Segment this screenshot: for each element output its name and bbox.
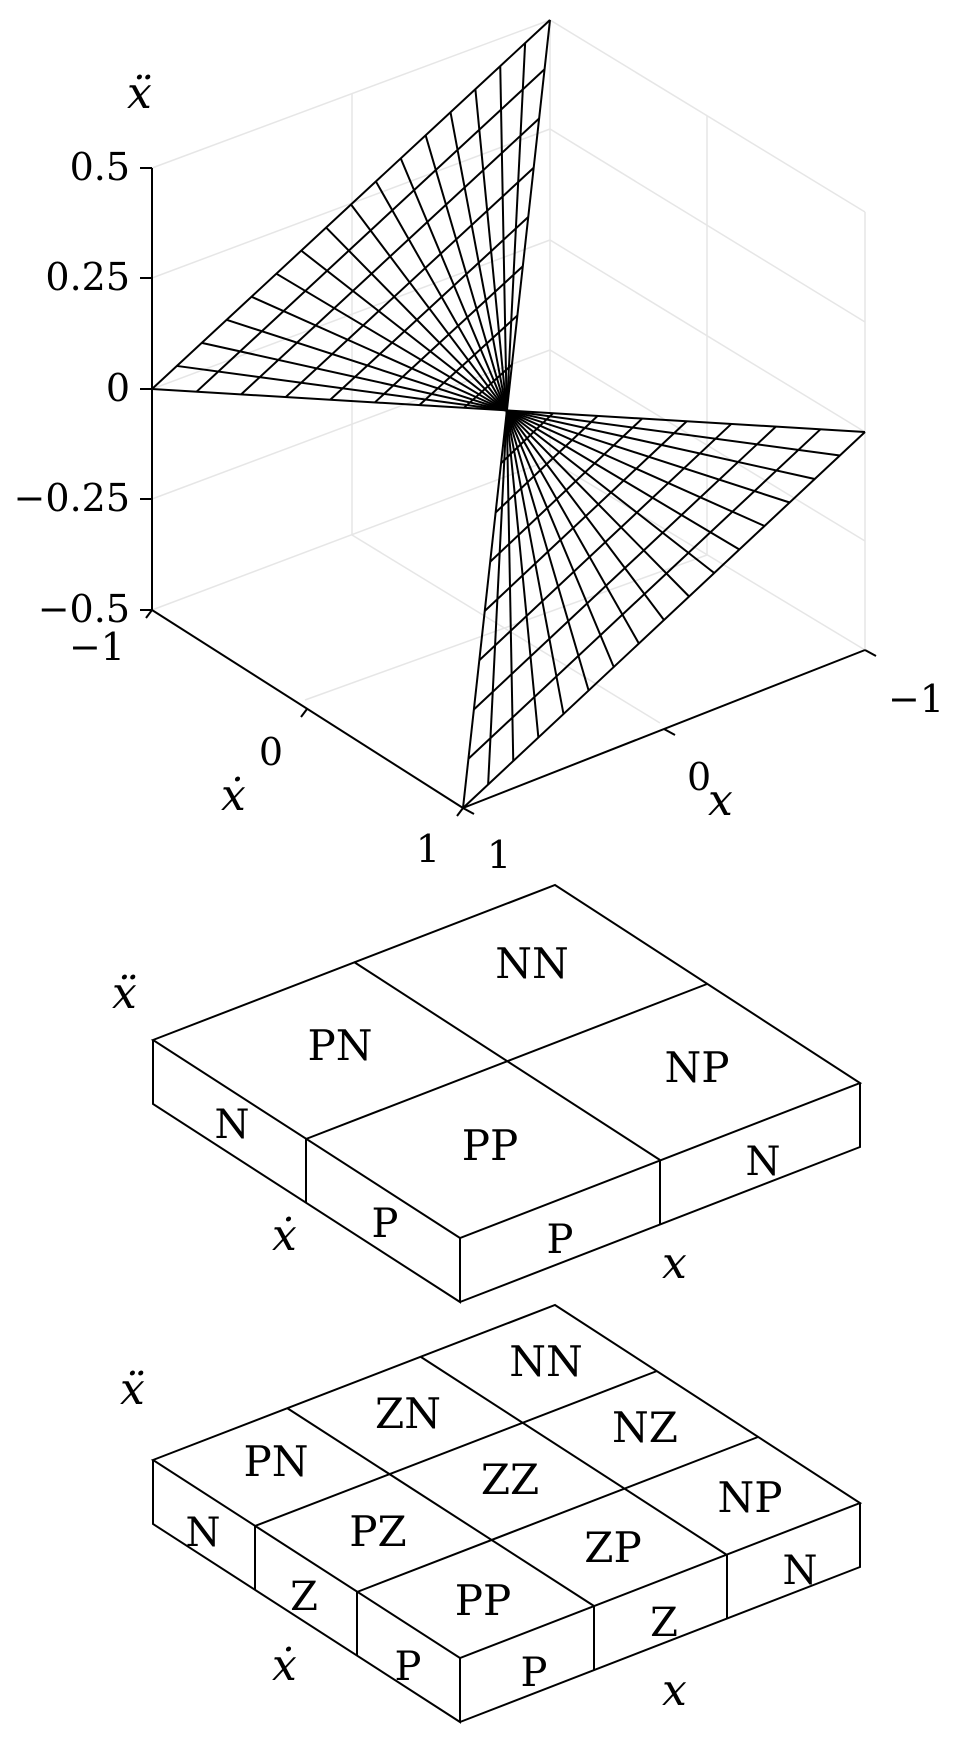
mesh-line [473, 425, 777, 711]
mesh-line [462, 431, 866, 809]
side-label: Z [290, 1574, 318, 1620]
xdot-axis-title: ẋ [221, 770, 246, 821]
x-axis-title: x [662, 1665, 687, 1716]
z-tick-label: 0.5 [70, 145, 130, 189]
side-label: P [395, 1644, 422, 1690]
top-divider [420, 1356, 728, 1556]
surface-mesh [151, 19, 866, 809]
rule-cell-label: PP [462, 1121, 519, 1170]
rule-box-3x3: NN ZN NZ PN ZZ NP PZ ZP PP N Z P P Z N ẍ… [120, 1303, 863, 1724]
x-axis-title: x [662, 1238, 687, 1289]
rule-cell-label: PZ [349, 1507, 406, 1556]
z-axis-title: ẍ [112, 968, 137, 1019]
mesh-line [484, 420, 688, 612]
box-right-face [459, 1503, 861, 1723]
x-tick-label: 1 [487, 833, 511, 877]
xdot-axis-title: ẋ [272, 1210, 297, 1261]
z-tick-label: −0.5 [38, 587, 130, 631]
top-divider [305, 983, 708, 1140]
box-left-face [152, 1460, 461, 1724]
side-label: Z [650, 1600, 678, 1646]
x-axis-title: x [708, 775, 733, 826]
rule-cell-label: NP [717, 1473, 782, 1522]
side-label: N [186, 1510, 221, 1556]
z-tick-label: −0.25 [14, 476, 130, 520]
rule-cell-label: NN [495, 939, 569, 988]
mesh-line [467, 428, 822, 760]
side-label: N [783, 1548, 818, 1594]
z-axis-title: ẍ [127, 68, 152, 119]
surface-plot: 0.5 0.25 0 −0.25 −0.5 −1 0 1 1 0 −1 ẍ ẋ … [14, 19, 944, 877]
rule-cell-label: NN [509, 1337, 583, 1386]
rule-cell-label: ZN [375, 1389, 441, 1438]
side-label: N [746, 1139, 781, 1185]
z-tick-label: 0 [106, 366, 130, 410]
mesh-line [494, 415, 599, 514]
rule-cell-label: PP [455, 1576, 512, 1625]
top-divider [286, 1407, 595, 1607]
xdot-tick-label: 1 [416, 827, 440, 871]
mesh-line [500, 412, 554, 464]
x-tick-label: −1 [888, 677, 944, 721]
mesh-line [478, 423, 732, 661]
side-label: P [521, 1650, 548, 1696]
top-divider [254, 1370, 658, 1527]
rule-cell-label: ZP [584, 1523, 641, 1572]
box-right-face [459, 1083, 861, 1303]
rule-box-2x2: NN PN NP PP N P P N ẍ ẋ x [112, 883, 863, 1304]
rule-cell-label: ZZ [481, 1455, 539, 1504]
side-label: P [372, 1201, 399, 1247]
z-axis-title: ẍ [120, 1364, 145, 1415]
side-label: N [215, 1102, 250, 1148]
xdot-tick-label: 0 [259, 730, 283, 774]
rule-cell-label: NP [664, 1043, 729, 1092]
mesh-line [489, 417, 643, 563]
x-tick-label: 0 [687, 755, 711, 799]
mesh-line [462, 19, 551, 809]
rule-cell-label: PN [243, 1437, 308, 1486]
z-tick-label: 0.25 [45, 255, 130, 299]
xdot-axis-title: ẋ [272, 1640, 297, 1691]
top-divider [356, 1436, 759, 1593]
side-label: P [547, 1217, 574, 1263]
rule-cell-label: NZ [612, 1403, 678, 1452]
rule-cell-label: PN [307, 1021, 372, 1070]
xdot-tick-label: −1 [69, 625, 125, 669]
